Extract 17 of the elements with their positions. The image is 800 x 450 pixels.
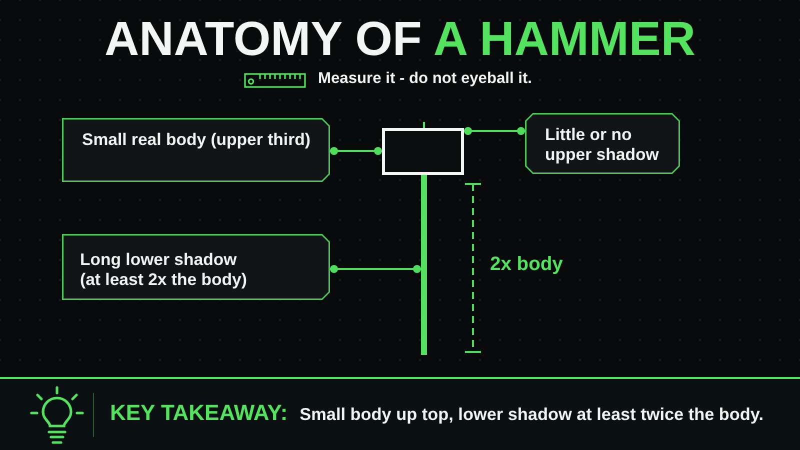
leader-line	[330, 147, 382, 155]
leader-line	[464, 127, 525, 135]
callout-box	[62, 234, 330, 300]
dimension-label: 2x body	[490, 253, 563, 276]
title: ANATOMY OF A HAMMER	[103, 12, 697, 68]
callout-box	[525, 113, 680, 174]
callout-text: Long lower shadow (at least 2x the body)	[80, 250, 248, 290]
candle-wick	[421, 175, 427, 355]
takeaway-panel	[0, 377, 800, 450]
candle-body	[382, 128, 464, 175]
leader-line	[330, 265, 421, 273]
callout-box	[62, 118, 330, 182]
takeaway-heading: KEY TAKEAWAY:	[110, 400, 288, 426]
takeaway-text: Small body up top, lower shadow at least twice the body.	[300, 403, 764, 425]
callout-text: Little or no upper shadow	[545, 125, 660, 165]
subtitle: Measure it - do not eyeball it.	[318, 70, 532, 89]
callout-text: Small real body (upper third)	[82, 130, 312, 150]
